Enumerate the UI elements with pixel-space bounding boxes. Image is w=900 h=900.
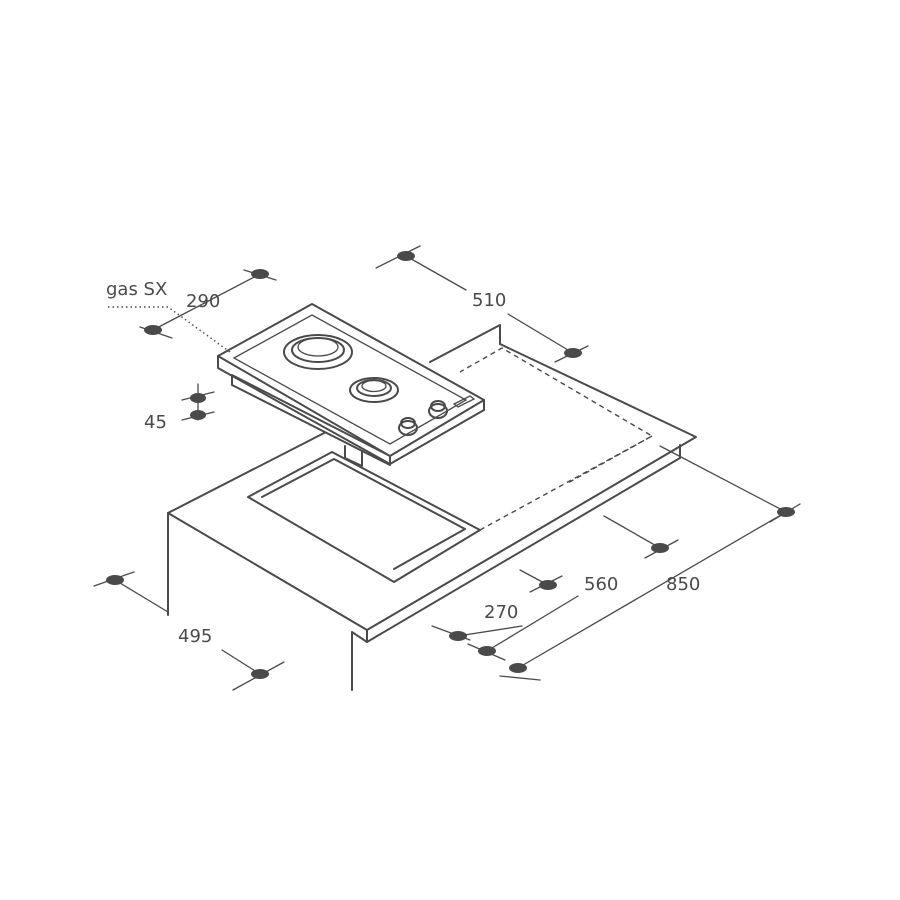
- large-burner: [283, 334, 353, 370]
- countertop-top-outline: [167, 343, 697, 631]
- dim-line-560: [486, 515, 661, 652]
- marker: [777, 507, 795, 517]
- hob-front-edge: [217, 355, 485, 465]
- cutout: [247, 347, 654, 583]
- hob-width-label: 510: [472, 290, 506, 311]
- marker: [651, 543, 669, 553]
- marker: [564, 348, 582, 358]
- dimension-lines: [93, 245, 801, 691]
- gas-hob: [217, 303, 485, 467]
- marker: [190, 393, 206, 403]
- dimension-markers: [106, 251, 795, 679]
- countertop: [167, 324, 697, 691]
- dim-line-495: [114, 579, 261, 675]
- small-burner: [349, 377, 399, 403]
- dimension-labels: gas SX 290 510 45 560 850 270 495: [106, 279, 700, 647]
- hob-depth-label: 290: [186, 291, 220, 312]
- marker: [106, 575, 124, 585]
- marker: [251, 269, 269, 279]
- control-knob-left: [398, 417, 418, 436]
- hob-height-label: 45: [144, 412, 167, 433]
- hob-inner-frame: [232, 314, 468, 445]
- cutout-depth-label: 270: [484, 602, 518, 623]
- cutout-width-label: 560: [584, 574, 618, 595]
- cutout-inner-wall: [261, 458, 466, 570]
- cutout-opening: [247, 451, 481, 583]
- model-label: gas SX: [106, 279, 167, 300]
- cabinet-front-side: [351, 631, 368, 691]
- marker: [539, 580, 557, 590]
- marker: [449, 631, 467, 641]
- counter-width-label: 850: [666, 574, 700, 595]
- countertop-rear-edge: [429, 324, 501, 363]
- dim-line-510: [405, 255, 574, 354]
- counter-depth-label: 495: [178, 626, 212, 647]
- marker: [251, 669, 269, 679]
- cutout-hidden-outline: [459, 347, 654, 531]
- marker: [144, 325, 162, 335]
- dim-line-290: [152, 273, 261, 331]
- hob-base-box: [344, 445, 363, 467]
- marker: [397, 251, 415, 261]
- marker: [190, 410, 206, 420]
- marker: [478, 646, 496, 656]
- dim-line-850: [517, 445, 788, 669]
- marker: [509, 663, 527, 673]
- ignition-badge: [452, 395, 476, 408]
- control-knob-right: [428, 400, 448, 419]
- model-leader-line: [108, 306, 231, 353]
